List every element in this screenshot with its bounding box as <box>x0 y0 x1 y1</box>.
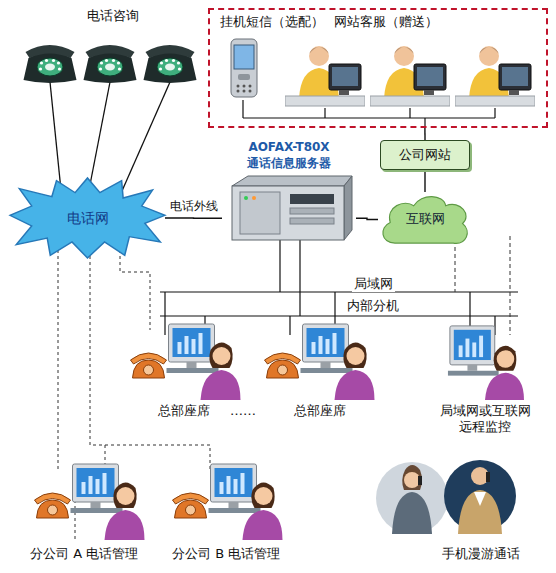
connector-line <box>424 170 425 192</box>
caption-label: 电话咨询 <box>85 8 141 24</box>
node-text: 公司网站 <box>399 147 451 164</box>
node-text: 网站客服（赠送） <box>334 14 438 31</box>
node-text: 电话网 <box>67 209 109 227</box>
internet-cloud: 互联网 <box>378 192 472 247</box>
caption-label: 分公司 B 电话管理 <box>170 546 282 562</box>
phone-network-burst: 电话网 <box>10 178 165 258</box>
caption-label: 分公司 A 电话管理 <box>28 546 140 562</box>
connector-line <box>165 217 222 219</box>
node-text: 互联网 <box>406 211 445 228</box>
edge-label: 电话外线 <box>168 198 220 215</box>
website-box: 公司网站 <box>380 140 470 170</box>
caption-label: 总部座席 <box>292 403 348 419</box>
server-box: AOFAX-T80X 通话信息服务器 <box>222 138 356 245</box>
node-text: AOFAX-T80X 通话信息服务器 <box>229 140 349 171</box>
connector-line <box>424 128 425 140</box>
caption-label: 局域网或互联网 远程监控 <box>428 403 542 436</box>
caption-label: 总部座席 <box>156 403 212 419</box>
caption-label: 内部分机 <box>345 298 401 314</box>
caption-label: 手机漫游通话 <box>440 546 522 562</box>
connector-line <box>356 218 378 219</box>
caption-label: 局域网 <box>352 276 395 292</box>
caption-label: …… <box>228 403 258 419</box>
dashed-region: 挂机短信（选配） 网站客服（赠送） <box>208 8 548 128</box>
node-text: 挂机短信（选配） <box>220 14 324 31</box>
